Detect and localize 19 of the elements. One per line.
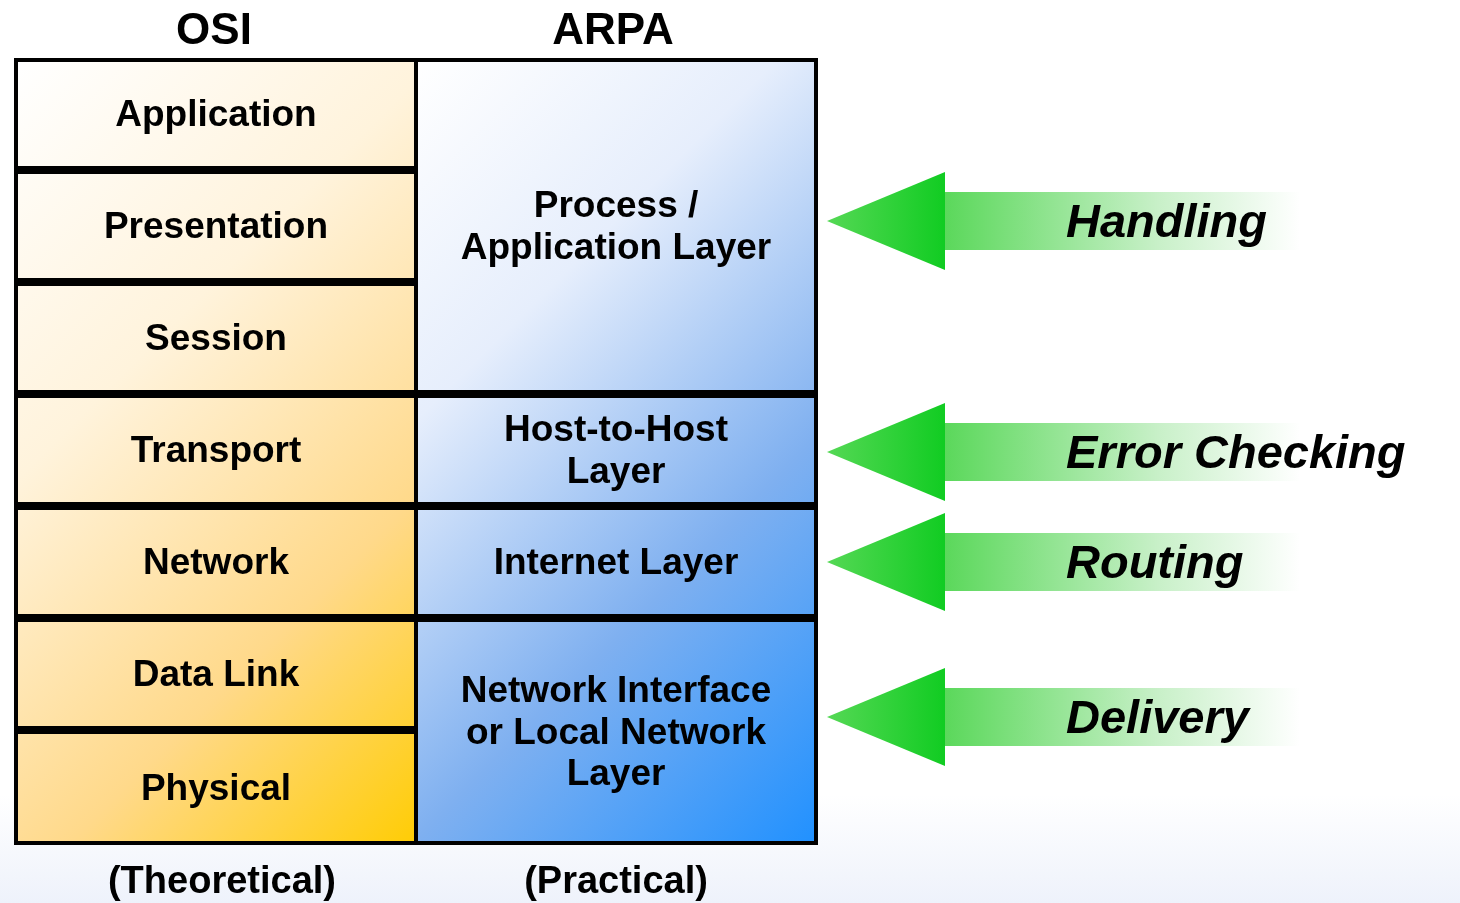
layer-name: Presentation — [103, 205, 329, 247]
column-caption: (Theoretical) — [106, 858, 337, 903]
layer-name: Application — [115, 93, 317, 135]
edge-label: Error Checking — [1066, 424, 1406, 480]
layer-name: Host-to-Host Layer — [503, 408, 729, 492]
layer-name: Session — [145, 317, 287, 359]
layer-name: Network — [143, 541, 289, 583]
layer-name: Data Link — [132, 653, 300, 695]
layer-name: Transport — [130, 429, 302, 471]
edge-label: Delivery — [1066, 689, 1249, 745]
layer-name: Network Interface or Local Network Layer — [459, 668, 773, 795]
column-heading: ARPA — [551, 4, 675, 56]
edge-label: Handling — [1066, 193, 1268, 249]
layer-name: Internet Layer — [493, 541, 739, 583]
edge-label: Routing — [1066, 534, 1244, 590]
layer-name: Process / Application Layer — [459, 184, 773, 268]
column-caption: (Practical) — [523, 858, 709, 903]
column-heading: OSI — [175, 4, 253, 56]
layer-name: Physical — [140, 766, 292, 809]
